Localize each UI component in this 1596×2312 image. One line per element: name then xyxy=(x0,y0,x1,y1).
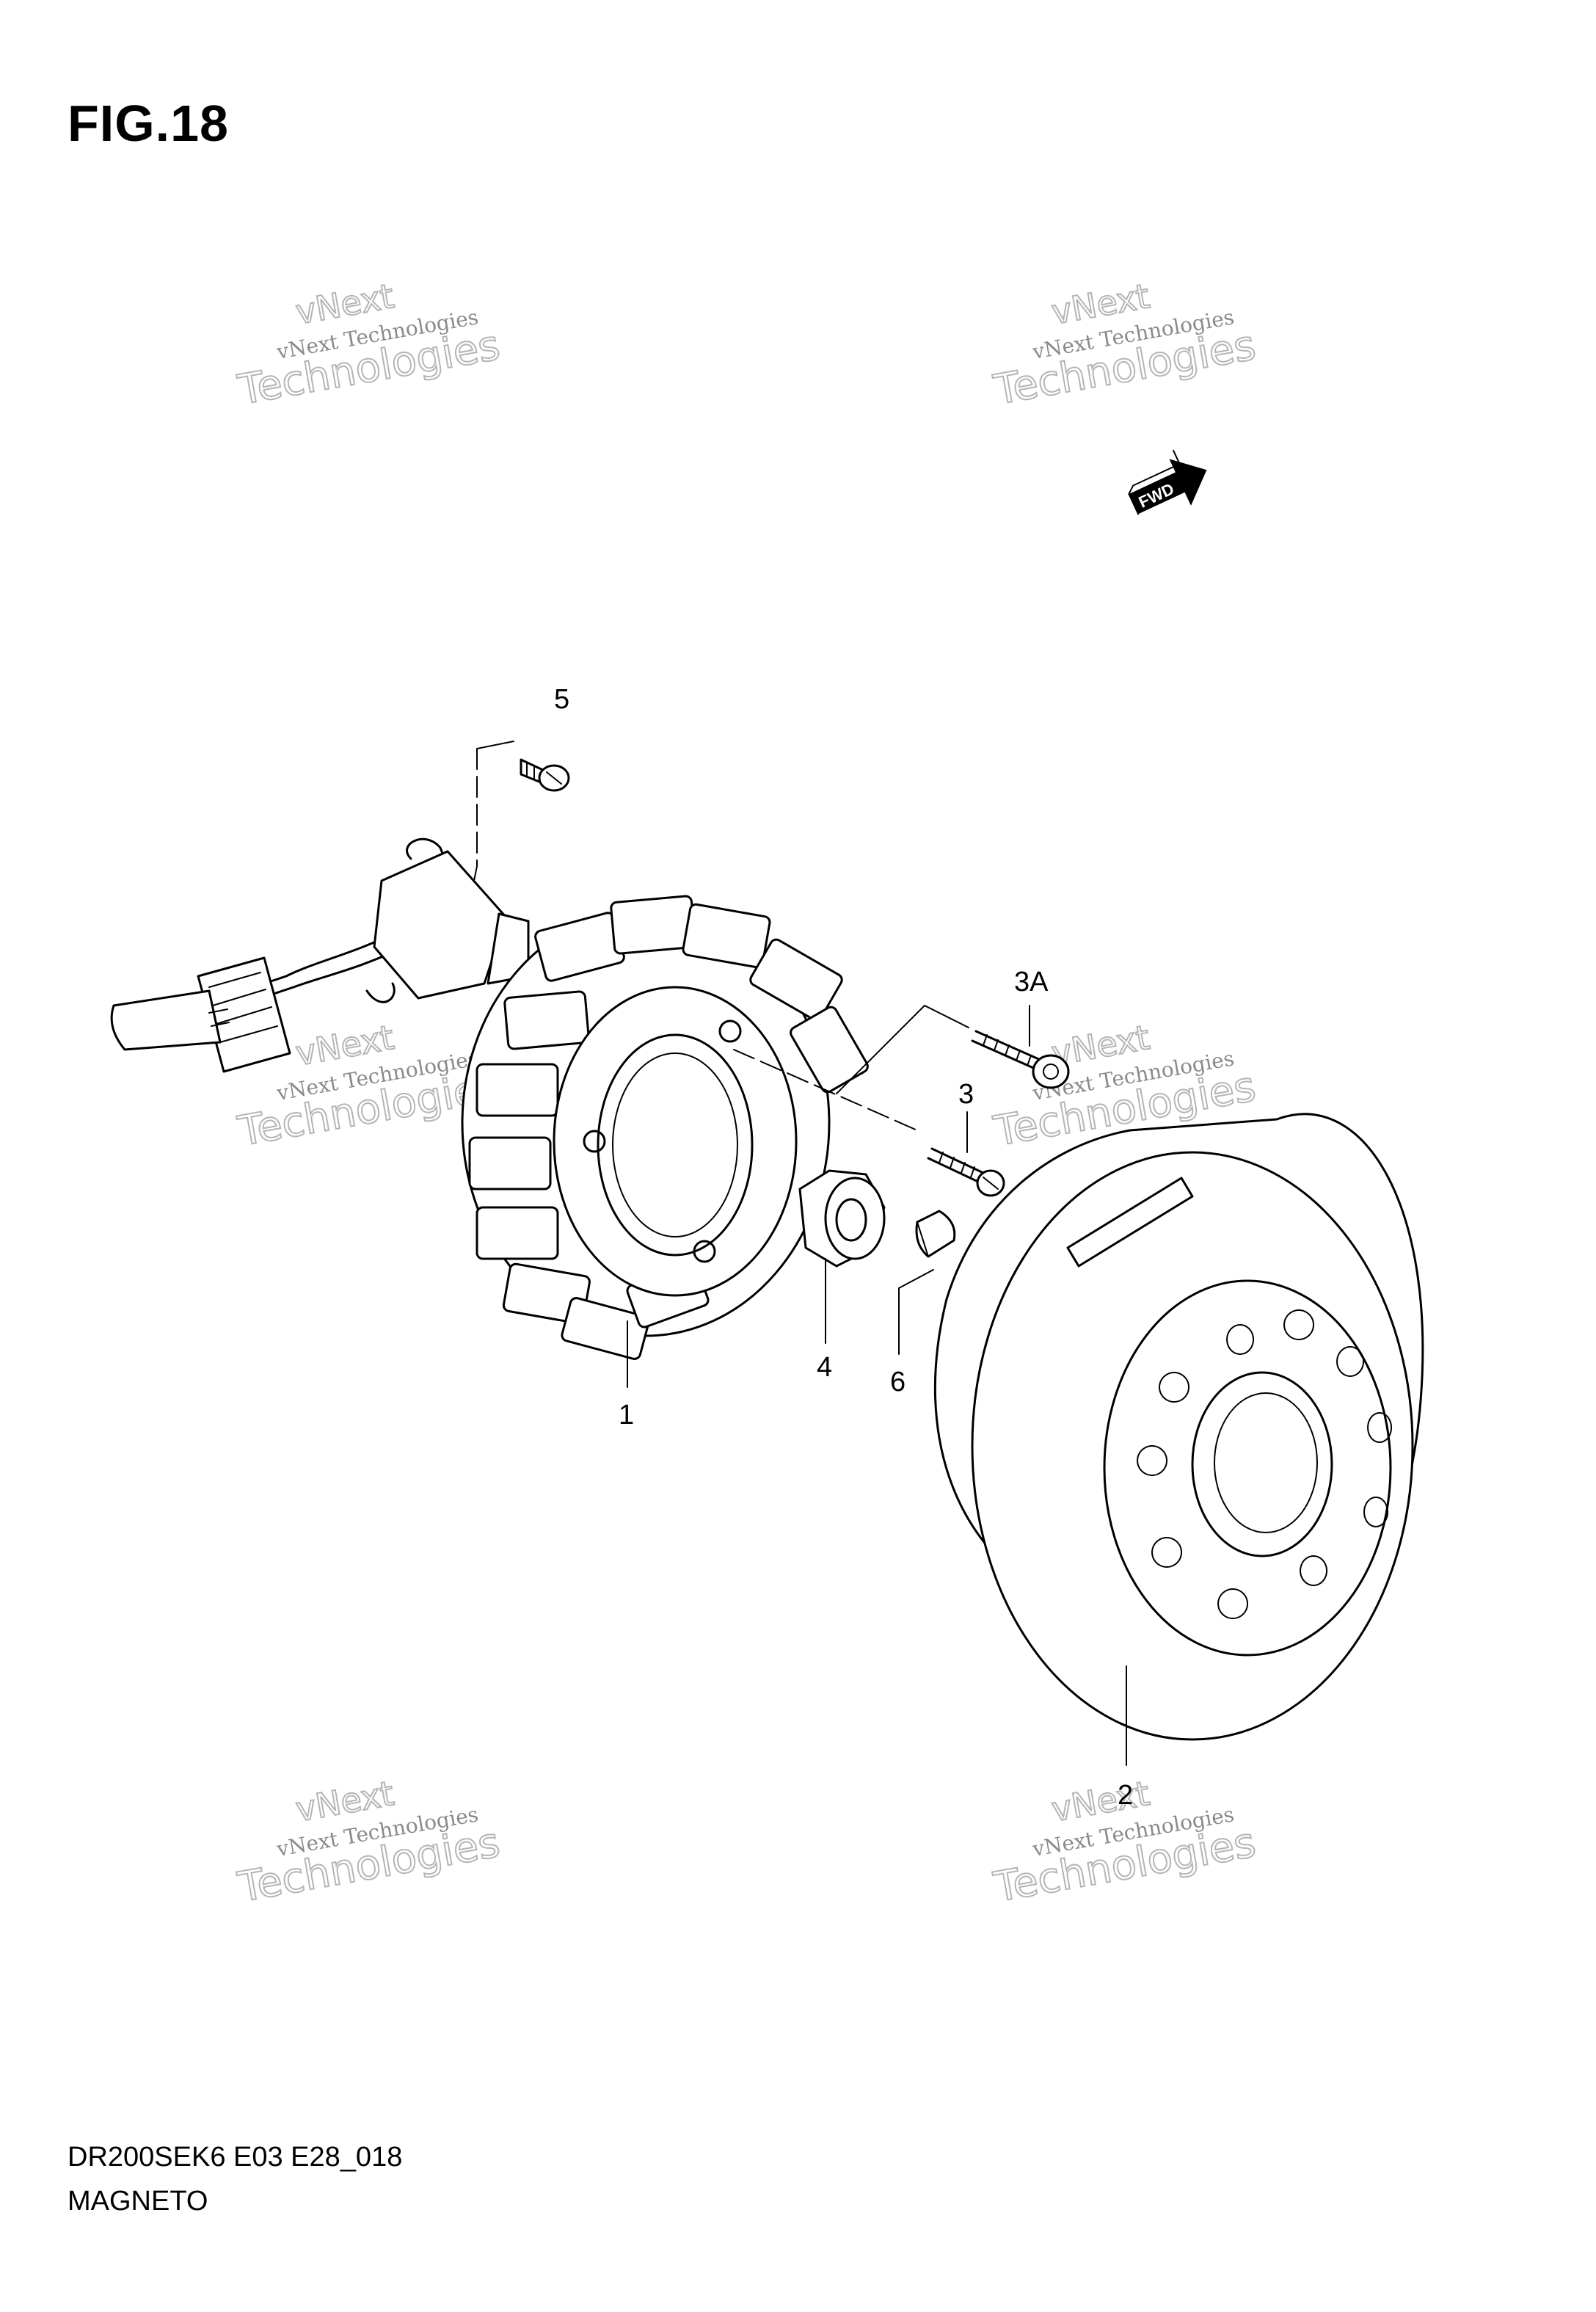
screw-part-5 xyxy=(469,741,570,904)
watermark-top-left: vNext vNext Technologies Technologies xyxy=(233,275,504,415)
callout-labels: 5 3A 3 4 6 1 2 xyxy=(554,684,1133,1811)
section-name: MAGNETO xyxy=(68,2186,208,2217)
watermark-top-right: vNext vNext Technologies Technologies xyxy=(989,275,1260,415)
fwd-arrow-icon: FWD xyxy=(1128,449,1207,515)
rotor-part-2 xyxy=(933,1113,1424,1766)
nut-part-4 xyxy=(798,1169,886,1344)
callout-4: 4 xyxy=(817,1352,832,1383)
watermark-bottom-left: vNext vNext Technologies Technologies xyxy=(233,1773,504,1913)
key-part-6 xyxy=(898,1210,956,1355)
stator-part-1 xyxy=(110,837,869,1388)
callout-3: 3 xyxy=(958,1079,974,1110)
figure-title: FIG.18 xyxy=(68,95,229,152)
callout-6: 6 xyxy=(890,1367,906,1397)
callout-5: 5 xyxy=(554,684,569,715)
callout-1: 1 xyxy=(619,1400,634,1431)
bolts-part-3 xyxy=(733,1005,1070,1197)
model-code: DR200SEK6 E03 E28_018 xyxy=(68,2142,403,2173)
callout-3a: 3A xyxy=(1014,967,1049,997)
callout-2: 2 xyxy=(1118,1780,1133,1811)
